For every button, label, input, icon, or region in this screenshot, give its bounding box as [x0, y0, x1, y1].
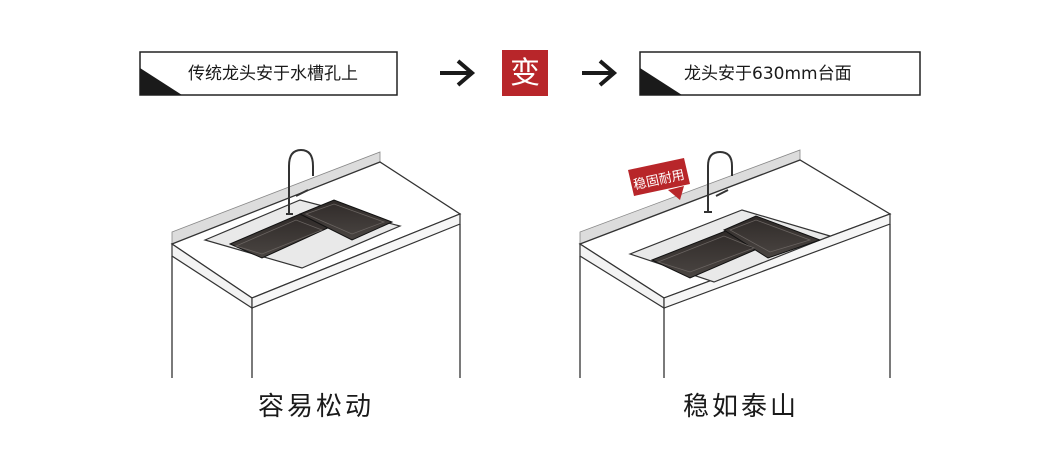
right-label-box: 龙头安于630mm台面: [639, 51, 921, 96]
arrow-right-icon: [440, 59, 476, 87]
right-counter-scene: 稳固耐用 稳如泰山: [578, 149, 892, 422]
faucet: [704, 150, 733, 213]
right-caption: 稳如泰山: [683, 392, 799, 422]
right-label-text: 龙头安于630mm台面: [684, 64, 852, 84]
cabinet: [171, 224, 461, 378]
cabinet: [579, 224, 891, 378]
durability-callout: 稳固耐用: [628, 158, 690, 200]
left-counter-scene: 容易松动: [170, 148, 462, 422]
sink-basin-small: [298, 199, 394, 241]
change-badge-text: 变: [510, 56, 540, 91]
left-label-text: 传统龙头安于水槽孔上: [188, 64, 358, 84]
left-caption: 容易松动: [258, 392, 374, 422]
change-badge: 变: [502, 50, 548, 96]
left-label-box: 传统龙头安于水槽孔上: [139, 51, 398, 96]
arrow-right-icon: [582, 59, 618, 87]
faucet: [286, 148, 314, 215]
